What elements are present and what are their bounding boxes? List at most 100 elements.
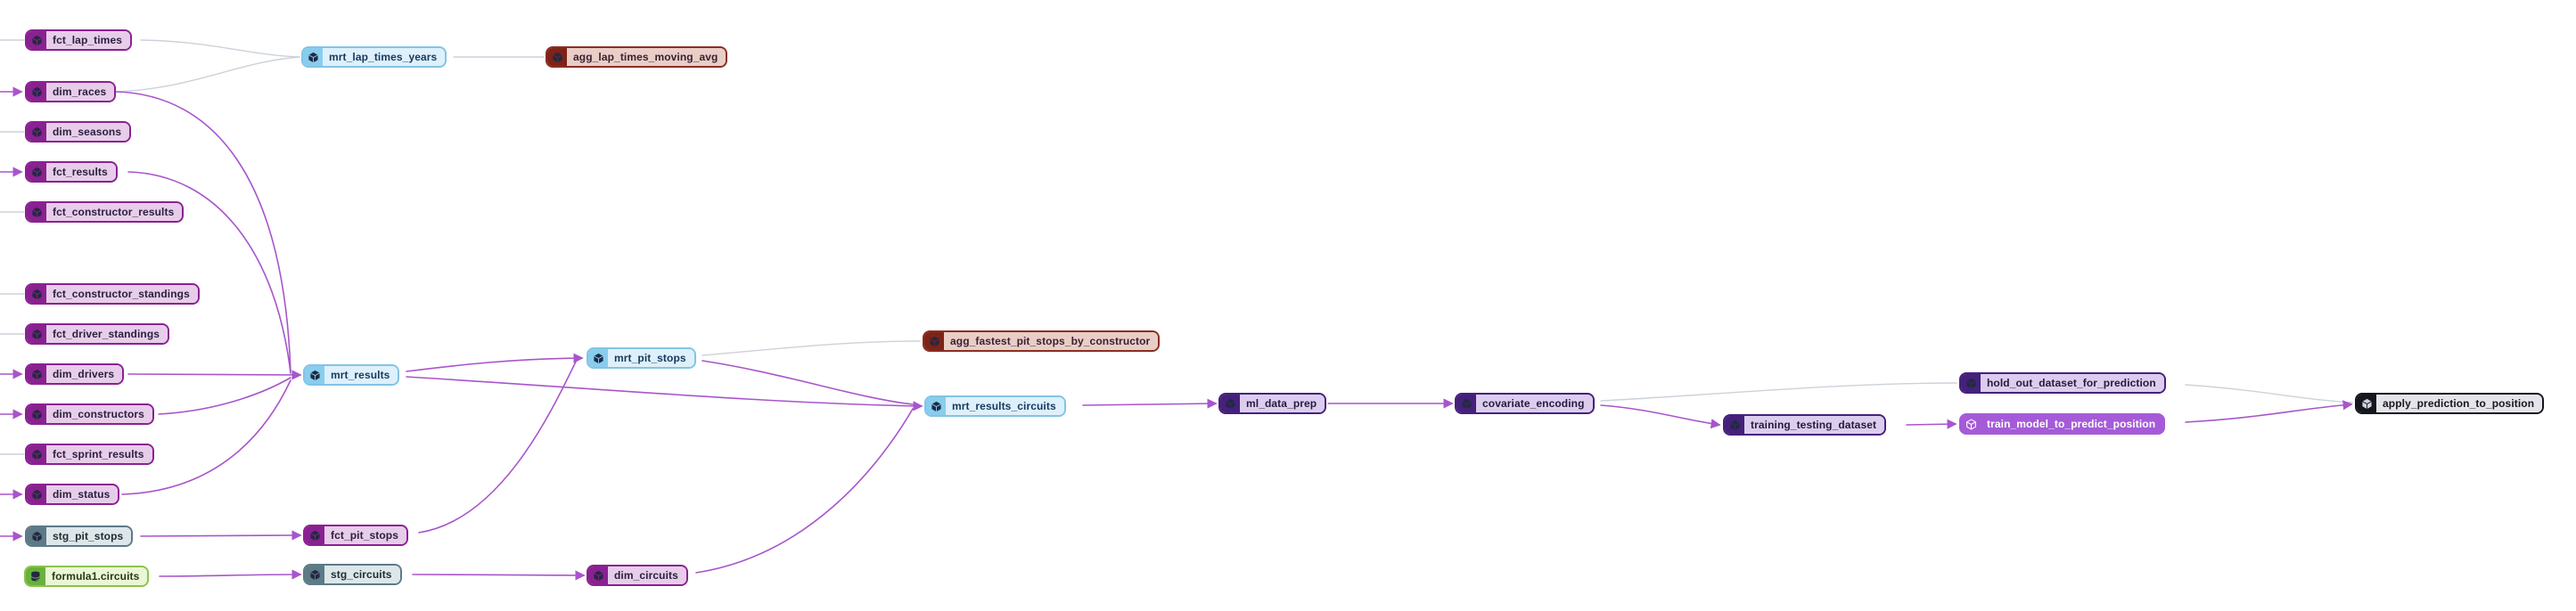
node-label: dim_status — [46, 485, 119, 503]
edge-stg_circuits-to-dim_circuits — [412, 570, 586, 581]
node-label: dim_races — [46, 83, 115, 101]
node-label: dim_seasons — [46, 123, 130, 141]
model-cube-icon — [27, 83, 46, 101]
node-label: hold_out_dataset_for_prediction — [1981, 374, 2164, 392]
model-cube-icon — [303, 48, 323, 66]
node-fct_constructor_results[interactable]: fct_constructor_results — [25, 201, 185, 223]
node-apply_prediction_to_position[interactable]: apply_prediction_to_position — [2355, 393, 2545, 414]
node-label: apply_prediction_to_position — [2376, 395, 2543, 412]
model-cube-outline-icon — [1961, 415, 1981, 433]
model-cube-icon — [27, 325, 46, 343]
node-label: mrt_lap_times_years — [323, 48, 446, 66]
edge-formula1.circuits-to-stg_circuits — [159, 569, 302, 580]
model-cube-icon — [1725, 416, 1744, 434]
node-label: stg_pit_stops — [46, 527, 132, 545]
model-cube-icon — [27, 203, 46, 221]
model-cube-icon — [1456, 395, 1476, 412]
edge-mrt_results-to-mrt_pit_stops — [406, 353, 584, 372]
model-cube-icon — [588, 349, 608, 367]
model-cube-icon — [27, 123, 46, 141]
edge-hold_out_dataset_for_prediction-to-apply_prediction_to_position — [2185, 384, 2353, 403]
node-label: agg_fastest_pit_stops_by_constructor — [944, 332, 1159, 350]
node-fct_pit_stops[interactable]: fct_pit_stops — [303, 525, 408, 546]
node-ml_data_prep[interactable]: ml_data_prep — [1218, 393, 1327, 414]
edge-covariate_encoding-to-hold_out_dataset_for_prediction — [1600, 382, 1957, 402]
node-label: formula1.circuits — [45, 567, 148, 585]
model-cube-icon — [27, 163, 46, 181]
edge-dim_races-to-mrt_results — [115, 91, 291, 372]
edge-dim_drivers-to-mrt_results — [127, 370, 302, 380]
node-dim_circuits[interactable]: dim_circuits — [587, 565, 688, 586]
node-label: fct_sprint_results — [46, 445, 152, 463]
node-label: dim_constructors — [46, 405, 152, 423]
model-cube-icon — [27, 31, 46, 49]
node-fct_results[interactable]: fct_results — [25, 161, 118, 183]
edge-train_model_to_predict_position-to-apply_prediction_to_position — [2185, 400, 2353, 423]
node-hold_out_dataset_for_prediction[interactable]: hold_out_dataset_for_prediction — [1959, 372, 2166, 394]
edge-dim_status-to-mrt_results — [121, 379, 291, 495]
node-label: mrt_pit_stops — [608, 349, 694, 367]
node-label: fct_constructor_results — [46, 203, 183, 221]
model-cube-icon — [305, 526, 324, 544]
node-label: fct_pit_stops — [324, 526, 406, 544]
node-fct_constructor_standings[interactable]: fct_constructor_standings — [25, 283, 200, 305]
node-label: fct_results — [46, 163, 116, 181]
node-train_model_to_predict_position[interactable]: train_model_to_predict_position — [1959, 413, 2166, 435]
edge-fct_lap_times-to-mrt_lap_times_years — [140, 39, 300, 58]
node-dim_seasons[interactable]: dim_seasons — [25, 121, 132, 143]
node-stg_circuits[interactable]: stg_circuits — [303, 564, 402, 585]
edge-dim_races-to-mrt_lap_times_years — [115, 56, 300, 93]
edge-covariate_encoding-to-training_testing_dataset — [1600, 404, 1721, 429]
node-dim_constructors[interactable]: dim_constructors — [25, 403, 154, 425]
node-dim_races[interactable]: dim_races — [25, 81, 117, 102]
model-cube-icon — [27, 405, 46, 423]
edge-mrt_results-to-mrt_results_circuits — [406, 376, 923, 411]
node-fct_lap_times[interactable]: fct_lap_times — [25, 29, 132, 51]
node-mrt_lap_times_years[interactable]: mrt_lap_times_years — [301, 46, 447, 68]
node-label: stg_circuits — [324, 566, 400, 583]
node-training_testing_dataset[interactable]: training_testing_dataset — [1723, 414, 1887, 436]
edge-mrt_results_circuits-to-ml_data_prep — [1082, 398, 1218, 409]
node-stg_pit_stops[interactable]: stg_pit_stops — [25, 525, 134, 547]
model-cube-icon — [2357, 395, 2376, 412]
node-mrt_results[interactable]: mrt_results — [303, 364, 400, 386]
model-cube-icon — [588, 566, 608, 584]
node-mrt_pit_stops[interactable]: mrt_pit_stops — [587, 347, 696, 369]
model-cube-icon — [27, 445, 46, 463]
edge-mrt_pit_stops-to-agg_fastest_pit_stops_by_constructor — [701, 340, 921, 356]
node-mrt_results_circuits[interactable]: mrt_results_circuits — [924, 395, 1066, 417]
node-label: fct_lap_times — [46, 31, 130, 49]
edge-training_testing_dataset-to-train_model_to_predict_position — [1906, 419, 1957, 429]
edge-stg_pit_stops-to-fct_pit_stops — [140, 530, 302, 541]
node-label: agg_lap_times_moving_avg — [567, 48, 726, 66]
edge-fct_results-to-mrt_results — [127, 171, 291, 374]
model-cube-icon — [27, 527, 46, 545]
model-cube-icon — [547, 48, 567, 66]
model-cube-icon — [1961, 374, 1981, 392]
source-database-icon — [26, 567, 45, 585]
node-label: covariate_encoding — [1476, 395, 1593, 412]
node-covariate_encoding[interactable]: covariate_encoding — [1455, 393, 1595, 414]
node-dim_status[interactable]: dim_status — [25, 484, 120, 505]
model-cube-icon — [1220, 395, 1240, 412]
node-formula1.circuits[interactable]: formula1.circuits — [24, 566, 150, 587]
model-cube-icon — [305, 366, 324, 384]
node-label: train_model_to_predict_position — [1981, 415, 2164, 433]
edge-dim_constructors-to-mrt_results — [158, 377, 291, 415]
model-cube-icon — [305, 566, 324, 583]
node-label: fct_constructor_standings — [46, 285, 198, 303]
node-fct_sprint_results[interactable]: fct_sprint_results — [25, 444, 154, 465]
node-fct_driver_standings[interactable]: fct_driver_standings — [25, 323, 170, 345]
edge-mrt_pit_stops-to-mrt_results_circuits — [701, 360, 914, 405]
model-cube-icon — [926, 397, 946, 415]
node-agg_fastest_pit_stops_by_constructor[interactable]: agg_fastest_pit_stops_by_constructor — [923, 330, 1161, 352]
node-label: dim_drivers — [46, 365, 123, 383]
node-label: dim_circuits — [608, 566, 686, 584]
node-label: training_testing_dataset — [1744, 416, 1885, 434]
node-agg_lap_times_moving_avg[interactable]: agg_lap_times_moving_avg — [546, 46, 728, 68]
node-dim_drivers[interactable]: dim_drivers — [25, 363, 125, 385]
model-cube-icon — [924, 332, 944, 350]
edge-dim_circuits-to-mrt_results_circuits — [695, 408, 914, 574]
